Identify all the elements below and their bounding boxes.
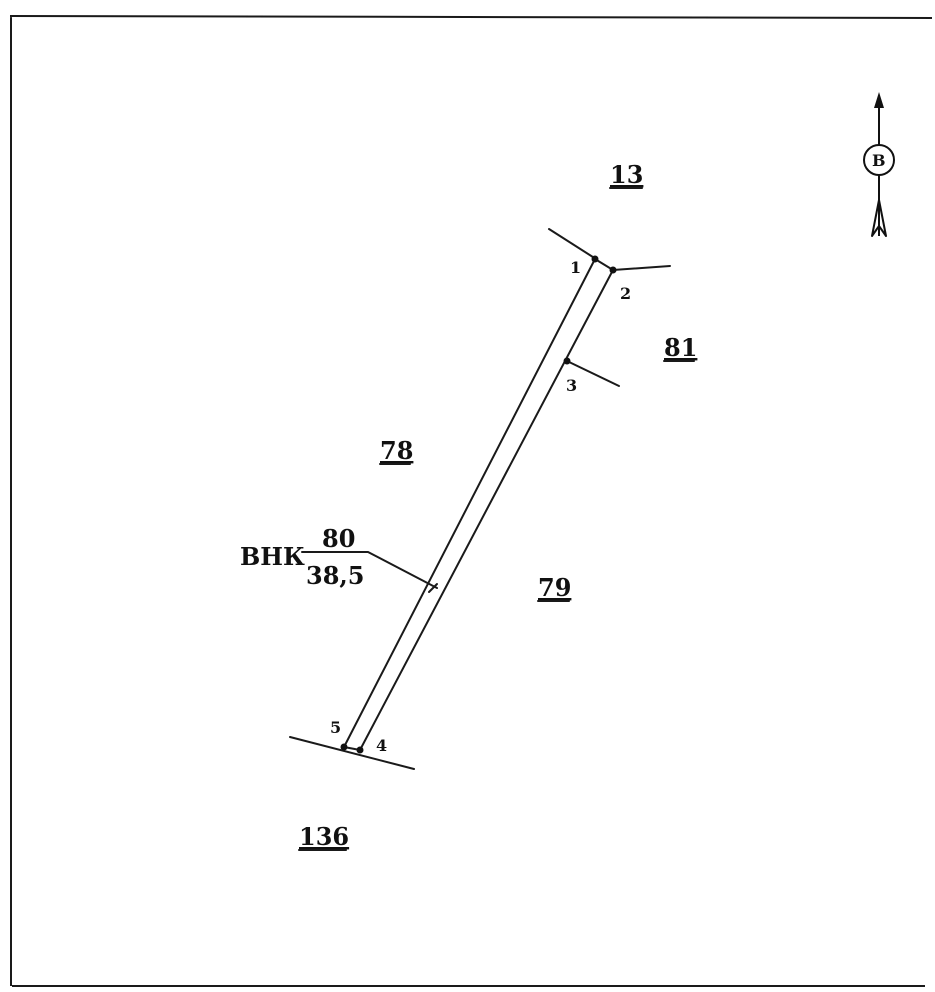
callout-denominator: 38,5	[306, 561, 364, 590]
vertex-point-1	[591, 255, 599, 263]
vertex-point-3	[563, 357, 571, 365]
north-arrow-letter: В	[872, 151, 886, 170]
vertex-label-2: 2	[620, 284, 631, 303]
vertex-label-3: 3	[566, 376, 577, 395]
callout-numerator: 80	[322, 524, 355, 553]
callout-leader-line	[301, 551, 438, 589]
parcel-label-79: 79	[538, 573, 571, 602]
strip-parcel-outline	[343, 258, 614, 751]
parcel-label-136: 136	[299, 822, 349, 851]
vertex-label-1: 1	[570, 258, 581, 277]
callout-tick	[428, 583, 438, 593]
vertex-point-5	[340, 743, 348, 751]
boundary-line-top-right	[612, 265, 671, 271]
vertex-label-5: 5	[330, 718, 341, 737]
callout-prefix: ВНК	[240, 542, 305, 571]
parcel-label-81: 81	[664, 333, 697, 362]
boundary-line-bottom	[289, 736, 415, 770]
vertex-label-4: 4	[376, 736, 387, 755]
boundary-line-point-3	[566, 360, 620, 387]
parcel-label-13: 13	[610, 160, 643, 189]
north-arrow-icon: В	[863, 92, 895, 237]
boundary-line-top-left	[548, 228, 597, 260]
parcel-label-78: 78	[380, 436, 413, 465]
vertex-point-4	[356, 746, 364, 754]
map-frame	[9, 15, 933, 987]
vertex-point-2	[609, 266, 617, 274]
